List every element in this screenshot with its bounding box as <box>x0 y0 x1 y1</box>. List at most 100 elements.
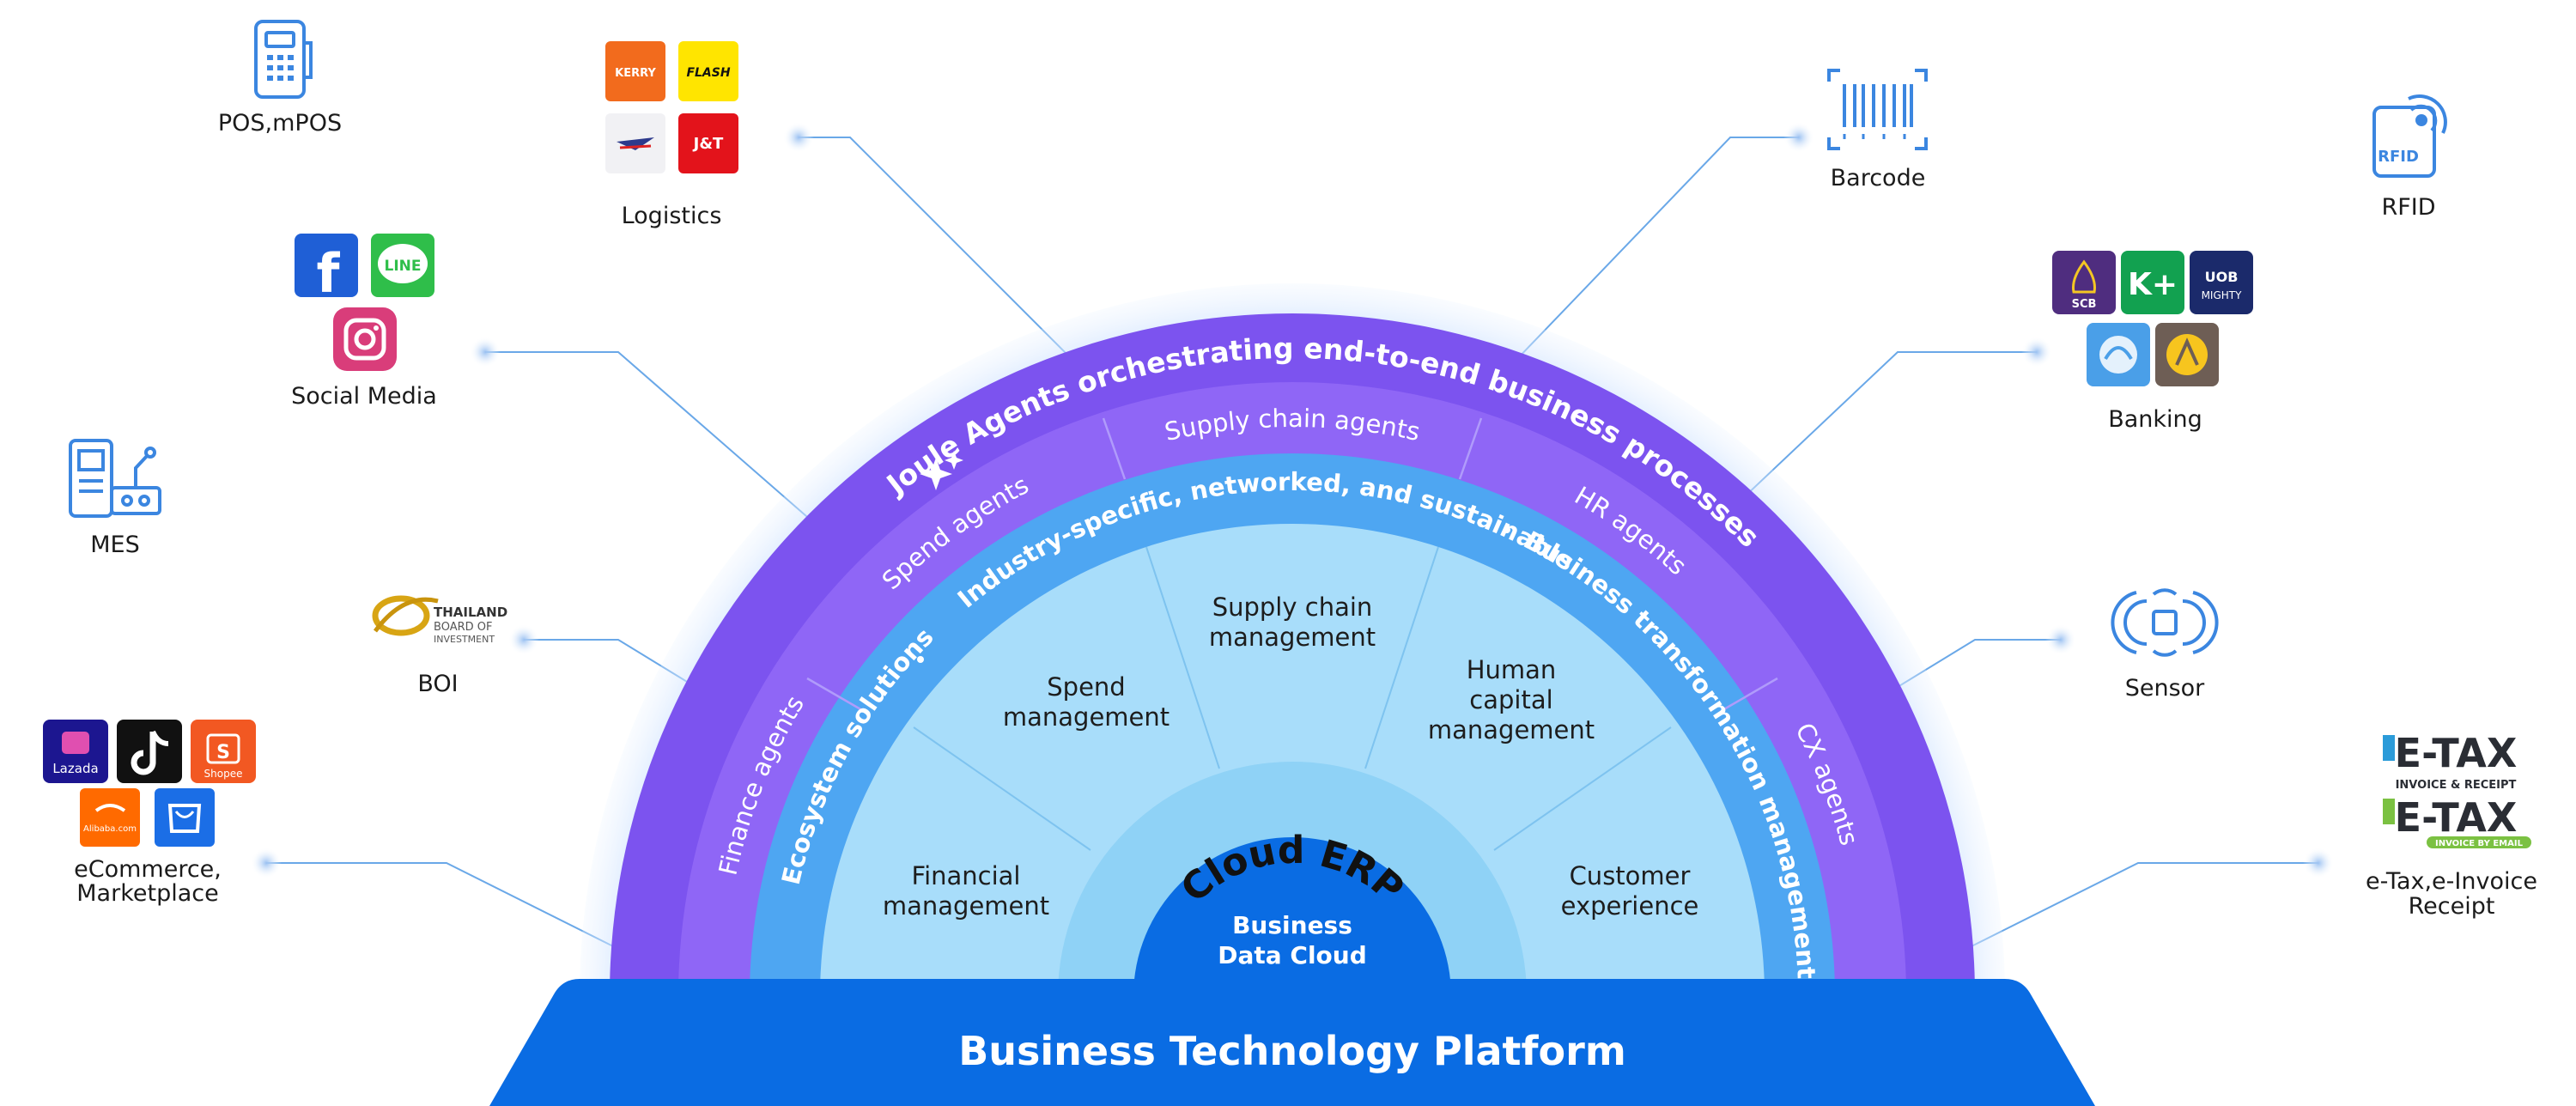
section-customer-experience: Customer experience <box>1561 861 1699 921</box>
section-line: management <box>883 891 1049 921</box>
logo-text: INVOICE BY EMAIL <box>2435 839 2524 848</box>
integration-label: MES <box>90 532 140 558</box>
section-line: Customer <box>1570 861 1691 890</box>
rfid-icon: RFID <box>2372 94 2447 178</box>
section-line: management <box>1003 702 1170 732</box>
sensor-icon <box>2111 588 2219 657</box>
logistics-logos-icon: KERRY FLASH J&T <box>605 41 738 173</box>
section-human-capital: Human capital management <box>1428 655 1595 744</box>
logo-text: Lazada <box>52 761 98 776</box>
logo-text: E-TAX <box>2395 794 2518 841</box>
bank-logos-icon: SCB K+ UOB MIGHTY <box>2052 251 2253 386</box>
tiktok-icon <box>117 720 182 783</box>
integration-label: eCommerce, <box>74 856 222 883</box>
logo-text: LINE <box>385 258 422 275</box>
logo-text: SCB <box>2072 298 2097 311</box>
section-line: Financial <box>912 861 1021 890</box>
scb-icon <box>2052 251 2116 314</box>
integration-barcode: Barcode <box>1827 69 1928 191</box>
facebook-icon <box>295 234 358 297</box>
connector-barcode <box>1515 137 1799 362</box>
integration-ecommerce: Lazada S Shopee Alibaba.com eCommerce, M… <box>43 720 256 907</box>
bdc-line-1: Business <box>1232 911 1352 939</box>
integration-etax: E-TAX INVOICE & RECEIPT E-TAX INVOICE BY… <box>2366 730 2537 920</box>
section-line: management <box>1428 715 1595 744</box>
uob-icon <box>2190 251 2253 314</box>
integration-mes: MES <box>69 439 161 558</box>
integration-rfid: RFID RFID <box>2372 94 2447 221</box>
integration-label: BOI <box>417 671 458 697</box>
integration-label: Social Media <box>291 383 437 410</box>
instagram-icon <box>333 307 397 371</box>
section-line: Spend <box>1047 672 1125 702</box>
separator-dot <box>917 656 924 663</box>
integration-label: Banking <box>2108 406 2202 433</box>
separator-dot <box>1504 526 1510 533</box>
connector-dots <box>251 122 2334 878</box>
integration-banking: SCB K+ UOB MIGHTY Banking <box>2052 251 2253 433</box>
connector-banking <box>1742 351 2037 499</box>
kplus-icon <box>2121 251 2184 314</box>
logo-text: BOARD OF <box>434 621 492 634</box>
ecommerce-logos-icon: Lazada S Shopee Alibaba.com <box>43 720 256 847</box>
integration-pos: POS,mPOS <box>218 20 342 137</box>
integration-label: RFID <box>2381 194 2435 221</box>
connector-lines <box>266 137 2318 950</box>
connector-logistics <box>799 137 1078 366</box>
etax-logo-icon: E-TAX INVOICE & RECEIPT E-TAX INVOICE BY… <box>2383 730 2531 848</box>
logo-text: RFID <box>2378 148 2419 166</box>
connector-etax <box>1965 862 2318 950</box>
logo-text: K+ <box>2128 267 2178 302</box>
connector-social <box>485 351 821 529</box>
logo-text: Shopee <box>204 768 243 780</box>
integration-label: POS,mPOS <box>218 110 342 137</box>
section-line: capital <box>1469 685 1552 714</box>
integration-label: Logistics <box>622 203 722 229</box>
integration-label: Marketplace <box>76 880 218 907</box>
alibaba-icon <box>80 788 140 847</box>
business-data-cloud <box>1133 837 1451 996</box>
logo-text: Alibaba.com <box>83 824 137 834</box>
integration-social: f LINE Social Media <box>291 234 437 410</box>
integration-label: Barcode <box>1831 165 1926 191</box>
logo-text: INVESTMENT <box>434 634 495 645</box>
section-dividers <box>913 546 1672 851</box>
integration-logistics: KERRY FLASH J&T Logistics <box>605 41 738 229</box>
section-line: Human <box>1467 655 1557 684</box>
integration-label: Receipt <box>2409 893 2495 920</box>
platform-label: Business Technology Platform <box>958 1028 1626 1074</box>
mes-machine-icon <box>69 439 161 518</box>
section-line: Supply chain <box>1212 592 1373 622</box>
integration-label: e-Tax,e-Invoice <box>2366 868 2537 895</box>
section-spend: Spend management <box>1003 672 1170 732</box>
section-financial: Financial management <box>883 861 1049 921</box>
logo-text: f <box>317 242 341 305</box>
agent-dividers <box>806 417 1778 712</box>
bdc-line-2: Data Cloud <box>1218 941 1367 969</box>
connector-ecommerce <box>266 862 619 950</box>
social-logos-icon: f LINE <box>295 234 434 371</box>
logo-text: THAILAND <box>434 605 507 620</box>
logo-text: KERRY <box>615 67 656 80</box>
logo-text: FLASH <box>686 66 730 80</box>
platform-base <box>489 979 2095 1106</box>
integration-label: Sensor <box>2125 675 2205 702</box>
integration-sensor: Sensor <box>2111 588 2219 702</box>
logo-text: E-TAX <box>2395 730 2518 776</box>
section-line: management <box>1209 623 1376 652</box>
barcode-icon <box>1827 69 1928 150</box>
boi-logo-icon: THAILAND BOARD OF INVESTMENT <box>372 595 507 645</box>
section-supply-chain: Supply chain management <box>1209 592 1376 652</box>
section-line: experience <box>1561 891 1699 921</box>
shopee-icon <box>191 720 256 783</box>
integration-boi: THAILAND BOARD OF INVESTMENT BOI <box>372 595 507 697</box>
svg-text:S: S <box>216 742 230 763</box>
sparkle-icon <box>920 451 963 490</box>
logo-text: J&T <box>692 135 724 153</box>
sections-area <box>820 524 1765 996</box>
pos-terminal-icon <box>254 20 313 99</box>
logo-text: MIGHTY <box>2202 289 2243 301</box>
logo-text: UOB <box>2205 269 2239 285</box>
logo-text: INVOICE & RECEIPT <box>2396 779 2517 792</box>
